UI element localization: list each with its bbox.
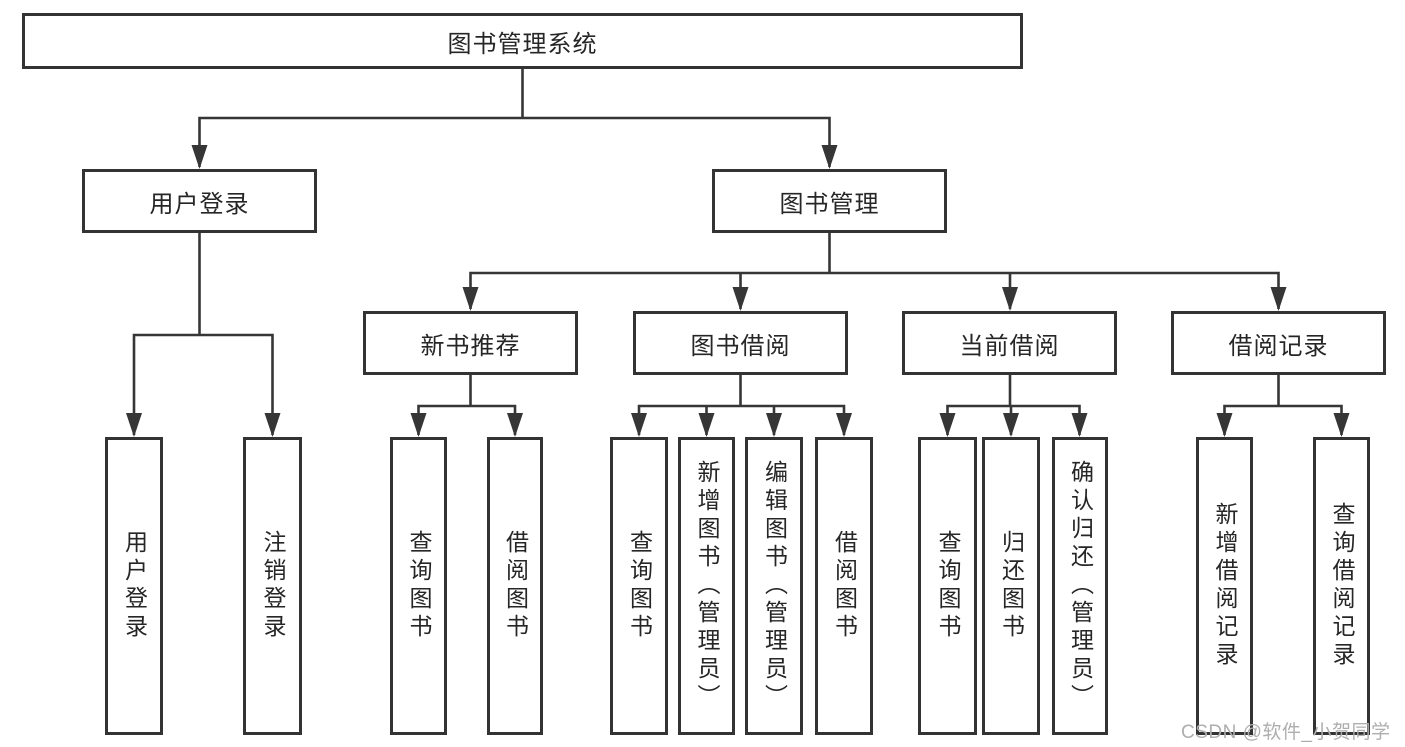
node-library-management-system: 图书管理系统	[22, 13, 1023, 69]
node-leaf-user-login: 用户登录	[105, 437, 163, 735]
node-label: 归还图书	[998, 530, 1025, 642]
node-book-management: 图书管理	[712, 169, 947, 233]
node-leaf-return-books: 归还图书	[982, 437, 1040, 735]
node-label: 查询图书	[406, 530, 432, 642]
edge-bookmgmt-children	[469, 271, 1280, 309]
arrowheads	[126, 145, 1350, 437]
node-leaf-add-borrow-record: 新增借阅记录	[1196, 437, 1253, 735]
node-borrow-records: 借阅记录	[1171, 311, 1386, 375]
node-leaf-borrow-books-recommend: 借阅图书	[487, 437, 543, 735]
node-label: 图书借阅	[690, 332, 791, 360]
node-leaf-query-books-recommend: 查询图书	[390, 437, 447, 735]
node-leaf-borrow-books: 借阅图书	[815, 437, 873, 735]
node-label: 借阅图书	[831, 530, 858, 642]
edge-newbook-children	[417, 404, 517, 435]
node-book-borrow: 图书借阅	[633, 311, 848, 375]
node-label: 借阅记录	[1228, 332, 1329, 360]
node-label: 注销登录	[260, 530, 286, 642]
edge-borrow-children	[637, 404, 846, 435]
node-label: 确认归还（管理员）	[1067, 460, 1094, 712]
node-user-login: 用户登录	[82, 169, 317, 233]
node-label: 借阅图书	[502, 530, 529, 642]
node-leaf-query-books-current: 查询图书	[918, 437, 977, 735]
edge-root-to-level2	[198, 116, 831, 167]
node-leaf-logout: 注销登录	[243, 437, 302, 735]
node-label: 编辑图书（管理员）	[761, 460, 788, 712]
csdn-watermark: CSDN @软件_小贺同学	[1181, 722, 1391, 743]
node-label: 用户登录	[121, 530, 148, 642]
node-leaf-add-books-admin: 新增图书（管理员）	[678, 437, 735, 735]
node-label: 新增图书（管理员）	[694, 460, 720, 712]
node-leaf-confirm-return-admin: 确认归还（管理员）	[1052, 437, 1108, 735]
node-leaf-edit-books-admin: 编辑图书（管理员）	[745, 437, 803, 735]
node-label: 用户登录	[149, 190, 250, 218]
node-label: 查询图书	[626, 530, 653, 642]
node-label: 新增借阅记录	[1212, 502, 1238, 670]
edge-userlogin-children	[132, 333, 274, 435]
node-leaf-query-books-borrow: 查询图书	[610, 437, 668, 735]
node-label: 图书管理	[779, 190, 880, 218]
node-new-book-recommend: 新书推荐	[363, 311, 578, 375]
node-leaf-query-borrow-record: 查询借阅记录	[1313, 437, 1370, 735]
node-label: 新书推荐	[420, 332, 521, 360]
edge-records-children	[1223, 404, 1343, 435]
node-current-borrow: 当前借阅	[902, 311, 1117, 375]
node-label: 查询图书	[935, 530, 961, 642]
node-label: 图书管理系统	[447, 30, 598, 58]
node-label: 查询借阅记录	[1329, 502, 1355, 670]
node-label: 当前借阅	[959, 332, 1060, 360]
